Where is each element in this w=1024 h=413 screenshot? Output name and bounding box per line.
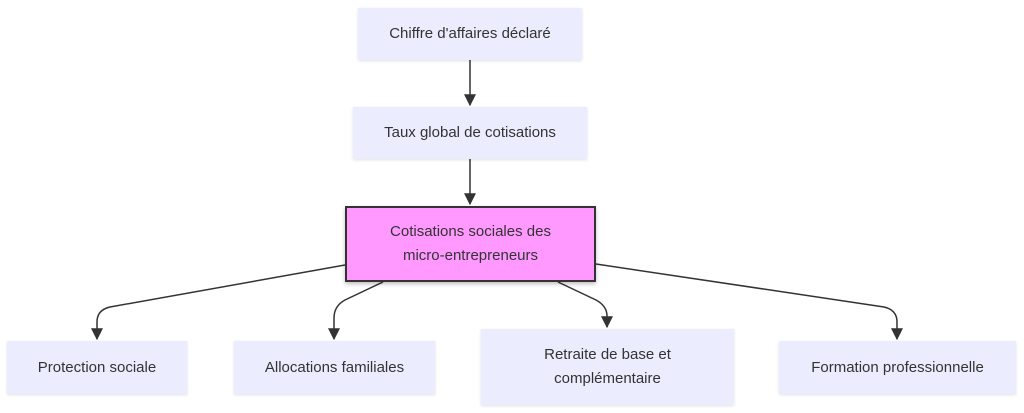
node-formation-professionnelle-label: Formation professionnelle (811, 358, 984, 376)
node-protection-sociale-label: Protection sociale (37, 358, 157, 376)
edge-cotisations-to-retraite (557, 281, 613, 329)
node-retraite-line2: complémentaire (554, 370, 661, 387)
node-cotisations-line1: Cotisations sociales des (390, 223, 551, 240)
node-chiffre-affaires-label: Chiffre d'affaires déclaré (389, 25, 551, 42)
node-cotisations-sociales: Cotisations sociales des micro-entrepren… (345, 206, 596, 282)
node-allocations-familiales-label: Allocations familiales (264, 358, 405, 376)
edge-cotisations-to-formation (595, 263, 903, 341)
edge-cotisations-to-allocations (328, 281, 384, 341)
node-retraite: Retraite de base et complémentaire (481, 329, 734, 405)
node-chiffre-affaires: Chiffre d'affaires déclaré (358, 8, 582, 60)
node-cotisations-sociales-label: Cotisations sociales des micro-entrepren… (390, 220, 551, 268)
node-allocations-familiales: Allocations familiales (234, 341, 435, 394)
node-retraite-line1: Retraite de base et (544, 346, 671, 363)
node-taux-global-label: Taux global de cotisations (384, 124, 556, 141)
node-protection-sociale: Protection sociale (7, 341, 187, 394)
node-cotisations-line2: micro-entrepreneurs (402, 247, 539, 264)
edge-cotisations-to-protection (91, 264, 346, 341)
node-taux-global: Taux global de cotisations (353, 107, 587, 159)
node-formation-professionnelle: Formation professionnelle (779, 341, 1016, 394)
node-retraite-label: Retraite de base et complémentaire (544, 343, 671, 391)
